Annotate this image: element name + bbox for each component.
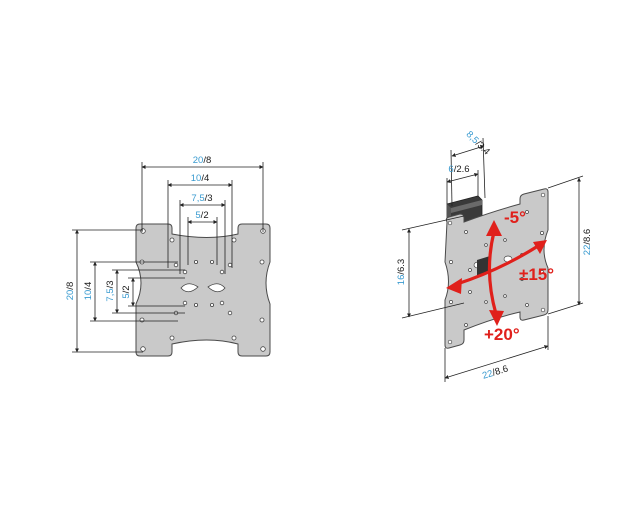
front-plate bbox=[135, 223, 271, 357]
tilt-down-arrowhead bbox=[489, 310, 504, 326]
center-slots bbox=[180, 283, 226, 293]
motion-arrowheads bbox=[446, 220, 547, 326]
front-plate-outline bbox=[135, 223, 271, 357]
label-height-16: 16/6.3 bbox=[396, 259, 407, 285]
label-width-10-4: 10/4 bbox=[191, 173, 210, 184]
swivel-right-arrowhead bbox=[533, 240, 547, 254]
label-height-5-2: 5/2 bbox=[121, 285, 132, 298]
label-depth-6: 6/2.6 bbox=[448, 164, 469, 175]
swivel-angle: ±15° bbox=[519, 265, 554, 284]
label-width-7-5-3: 7,5/3 bbox=[191, 193, 212, 204]
label-height-20-8: 20/8 bbox=[65, 282, 76, 301]
label-width-5-2: 5/2 bbox=[195, 210, 208, 221]
pivot-block bbox=[477, 256, 490, 276]
label-width-20-8: 20/8 bbox=[193, 155, 212, 166]
swivel-arc bbox=[455, 244, 540, 286]
tilt-up-angle: -5° bbox=[504, 208, 526, 227]
label-height-7-5-3: 7,5/3 bbox=[105, 280, 116, 301]
plate-holes bbox=[139, 228, 266, 352]
label-depth-8-5: 8,5/3.4 bbox=[464, 129, 492, 157]
vertical-dimensions bbox=[72, 229, 185, 353]
label-height-10-4: 10/4 bbox=[83, 282, 94, 301]
swivel-left-arrowhead bbox=[446, 278, 462, 294]
motion-arrows bbox=[455, 230, 540, 316]
mount-dimensions bbox=[401, 137, 584, 382]
label-width-22: 22/8.6 bbox=[481, 363, 509, 381]
tilt-down-angle: +20° bbox=[484, 325, 520, 344]
tilt-up-arrowhead bbox=[486, 220, 502, 236]
horizontal-dimensions bbox=[141, 162, 264, 274]
label-height-22: 22/8.6 bbox=[582, 229, 593, 255]
